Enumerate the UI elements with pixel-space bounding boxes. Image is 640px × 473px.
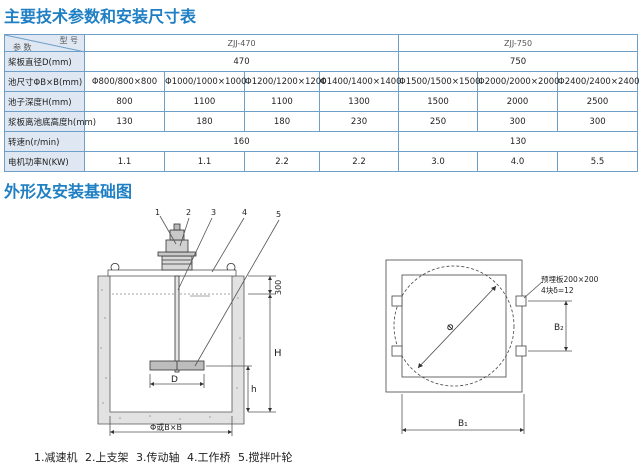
row-label: 转速n(r/min) — [4, 131, 85, 152]
table-cell: 2500 — [557, 91, 639, 112]
work-bridge — [107, 269, 237, 277]
plate-label-2: 4块δ=12 — [541, 285, 574, 295]
table-cell: 2.2 — [244, 151, 320, 172]
table-cell: 2000 — [477, 91, 559, 112]
tank-circle — [393, 265, 515, 387]
table-cell: 1100 — [164, 91, 245, 112]
vertical-dimensions — [206, 275, 276, 413]
row-label: 电机功率N(KW) — [4, 151, 85, 172]
dim-B2-label: B₂ — [554, 323, 564, 333]
table-cell: 3.0 — [398, 151, 479, 172]
parts-caption: 1.减速机 2.上支架 3.传动轴 4.工作桥 5.搅拌叶轮 — [34, 449, 297, 465]
table-cell: 750 — [398, 51, 639, 72]
caption-item: 3.传动轴 — [136, 451, 180, 464]
b2-dimension — [528, 300, 572, 352]
corner-model-label: 型 号 — [59, 36, 78, 45]
table-cell: 230 — [318, 111, 400, 132]
table-cell: 250 — [398, 111, 479, 132]
reducer-assembly — [157, 223, 197, 271]
table-cell: 1.1 — [164, 151, 245, 172]
drive-shaft — [174, 275, 180, 373]
caption-item: 2.上支架 — [85, 451, 129, 464]
spec-table: 型 号 参 数 ZJJ-470 ZJJ-750 桨板直径D(mm) 470 75… — [4, 34, 640, 172]
embedded-plate — [515, 345, 527, 357]
caption-item: 5.搅拌叶轮 — [238, 451, 293, 464]
diagram-title: 外形及安装基础图 — [4, 182, 133, 201]
table-cell: 5.5 — [557, 151, 639, 172]
table-cell: 2.2 — [318, 151, 400, 172]
dim-h-label: h — [251, 385, 257, 395]
installation-diagram: D 1 2 3 4 5 300 H h Φ或B×B — [97, 208, 599, 436]
table-cell: 160 — [83, 131, 400, 152]
table-cell: Φ1400/1400×1400 — [318, 71, 402, 92]
table-cell: 180 — [164, 111, 245, 132]
callouts: 1 2 3 4 5 — [155, 208, 281, 367]
diagonal-line — [4, 34, 86, 53]
dim-300-label: 300 — [274, 280, 283, 295]
row-label: 浆板离池底高度h(mm) — [4, 111, 96, 132]
row-label: 池子深度H(mm) — [4, 91, 85, 112]
embedded-plate — [515, 295, 527, 307]
table-cell: 1.1 — [84, 151, 165, 172]
model-header: ZJJ-470 — [83, 34, 400, 52]
dim-B1-label: B₁ — [458, 419, 468, 429]
plate-label-1: 预埋板200×200 — [541, 274, 599, 284]
embedded-plate — [391, 345, 403, 357]
concrete-texture — [100, 289, 241, 420]
table-cell: Φ1000/1000×1000 — [164, 71, 247, 92]
model-header: ZJJ-750 — [398, 34, 639, 52]
impeller — [149, 360, 205, 371]
caption-item: 1.减速机 — [34, 451, 78, 464]
table-cell: 1100 — [244, 91, 320, 112]
callout-2: 2 — [186, 208, 191, 217]
dim-width-label: Φ或B×B — [150, 422, 182, 432]
corner-param-label: 参 数 — [13, 43, 32, 52]
table-cell: Φ2400/2400×2400 — [557, 71, 640, 92]
table-cell: 470 — [83, 51, 400, 72]
dim-phi-label: Φ — [445, 322, 457, 334]
embedded-plate — [391, 295, 403, 307]
tank-elevation — [97, 262, 245, 425]
table-cell: 800 — [84, 91, 165, 112]
specs-title: 主要技术参数和安装尺寸表 — [4, 7, 197, 26]
b1-dimension — [401, 394, 525, 434]
table-cell: 130 — [398, 131, 639, 152]
callout-1: 1 — [155, 208, 160, 217]
table-cell: Φ1200/1200×1200 — [244, 71, 327, 92]
table-cell: 180 — [244, 111, 320, 132]
table-cell: 4.0 — [477, 151, 559, 172]
callout-5: 5 — [276, 210, 281, 219]
table-cell: Φ1500/1500×1500 — [398, 71, 481, 92]
callout-3: 3 — [211, 208, 216, 217]
width-dimension — [109, 416, 233, 436]
table-cell: 130 — [84, 111, 165, 132]
tank-plan — [385, 259, 543, 393]
table-cell: 300 — [557, 111, 639, 132]
table-cell: 1300 — [318, 91, 400, 112]
table-cell: 1500 — [398, 91, 479, 112]
row-label: 桨板直径D(mm) — [4, 51, 85, 72]
dim-H-label: H — [274, 348, 282, 359]
row-label: 池尺寸ΦB×B(mm) — [4, 71, 85, 92]
caption-item: 4.工作桥 — [187, 451, 231, 464]
corner-cell: 型 号 参 数 — [4, 34, 86, 53]
table-cell: Φ800/800×800 — [84, 71, 165, 92]
callout-4: 4 — [242, 208, 247, 217]
dim-D-label: D — [171, 375, 178, 385]
table-cell: Φ2000/2000×2000 — [477, 71, 560, 92]
table-cell: 300 — [477, 111, 559, 132]
